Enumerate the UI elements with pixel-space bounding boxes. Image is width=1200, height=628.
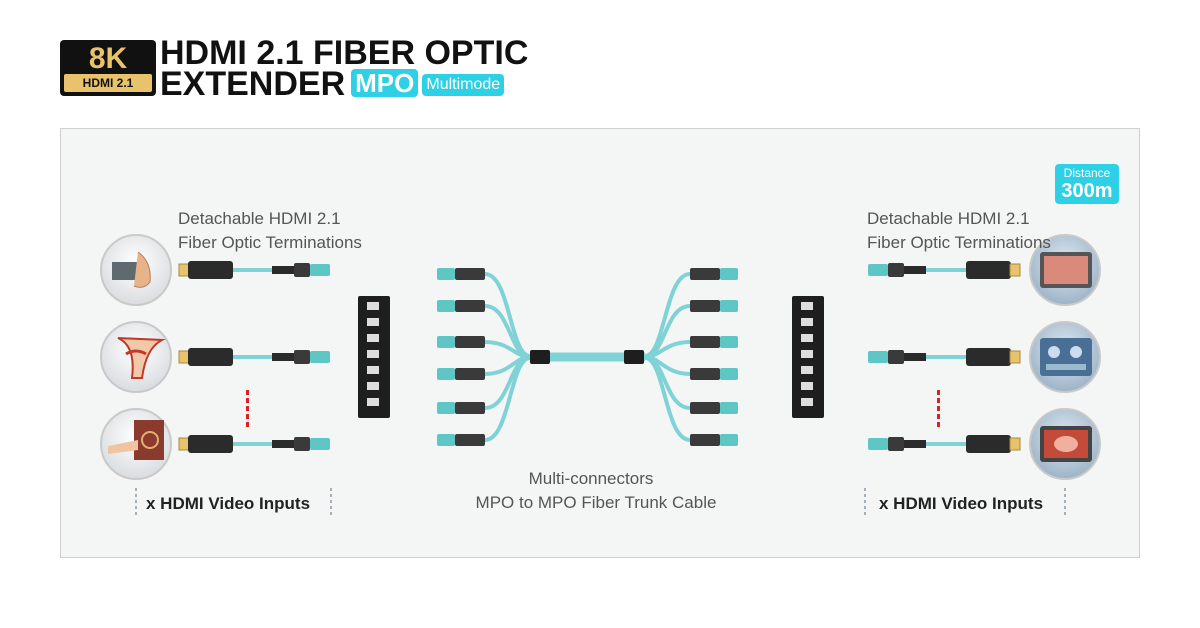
trunk-label-1: Multi-connectors	[528, 469, 654, 488]
right-termination-label-2: Fiber Optic Terminations	[867, 233, 1051, 252]
right-more-outputs-indicator	[937, 390, 940, 427]
badge-standard: HDMI 2.1	[64, 74, 152, 92]
right-display-thumbnail-1	[1029, 234, 1101, 306]
left-inputs-bracket	[135, 488, 332, 518]
distance-value: 300m	[1061, 180, 1113, 202]
left-transmitter-3	[178, 435, 330, 453]
left-source-thumbnail-2	[100, 321, 172, 393]
left-transmitter-2	[178, 348, 330, 366]
right-receiver-1	[868, 261, 1021, 279]
title-line-2: EXTENDER	[160, 65, 346, 103]
mpo-trunk-cable	[484, 272, 691, 442]
trunk-left-connectors	[437, 268, 485, 446]
left-more-inputs-indicator	[246, 390, 249, 427]
trunk-right-connectors	[690, 268, 738, 446]
right-inputs-label: x HDMI Video Inputs	[879, 494, 1044, 513]
badge-resolution: 8K	[88, 42, 128, 75]
diagram-panel	[60, 128, 1140, 558]
trunk-label-2: MPO to MPO Fiber Trunk Cable	[475, 493, 717, 512]
left-transmitter-1	[178, 261, 330, 279]
right-display-thumbnail-3	[1029, 408, 1101, 480]
right-termination-label-1: Detachable HDMI 2.1	[867, 209, 1030, 228]
right-display-thumbnail-2	[1029, 321, 1101, 393]
right-receiver-3	[868, 435, 1021, 453]
left-source-thumbnail-3	[100, 408, 172, 480]
mpo-tag: MPO	[351, 69, 419, 97]
distance-label: Distance	[1063, 166, 1111, 180]
right-patch-panel	[792, 296, 824, 418]
left-inputs-label: x HDMI Video Inputs	[146, 494, 311, 513]
title-line-1: HDMI 2.1 FIBER OPTIC	[160, 34, 529, 72]
left-termination-label-1: Detachable HDMI 2.1	[178, 209, 341, 228]
trunk-split-left	[530, 350, 550, 364]
left-patch-panel	[358, 296, 390, 418]
left-termination-label-2: Fiber Optic Terminations	[178, 233, 362, 252]
8k-hdmi-badge: 8K HDMI 2.1	[60, 40, 156, 96]
left-source-thumbnail-1	[100, 234, 172, 306]
distance-badge: Distance 300m	[1055, 164, 1119, 204]
right-outputs-bracket	[864, 488, 1066, 518]
multimode-tag: Multimode	[422, 74, 505, 96]
right-receiver-2	[868, 348, 1021, 366]
trunk-split-right	[624, 350, 644, 364]
